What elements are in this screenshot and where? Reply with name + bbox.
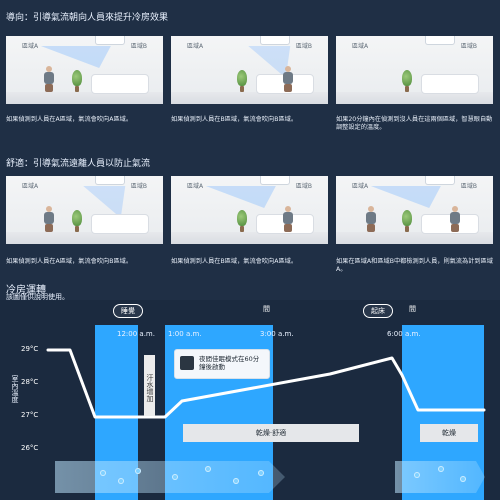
guide-caption-2: 如果偵測到人員在B區域，氣流會吹向B區域。 [171,116,298,123]
y-tick-27: 27°C [21,411,39,419]
comfort-caption-3: 如果在區域A和區域B中都檢測到人員，則氣流為計到區域A。 [336,258,493,273]
sofa-illustration [91,214,149,234]
plant-icon [400,70,414,92]
time-2: 1:00 a.m. [168,330,202,338]
zone-a-label: 區域A [187,183,204,190]
middle-label-1: 間 [263,305,270,313]
floor [336,232,493,244]
guide-title: 導向：引導氣流朝向人員來提升冷房效果 [6,13,169,23]
comfort-panel-2: 區域A 區域B [171,176,328,244]
water-droplet-icon [438,466,444,472]
time-4: 6:00 a.m. [387,330,421,338]
guide-panel-1: 區域A 區域B [6,36,163,104]
floor [336,92,493,104]
sofa-illustration [91,74,149,94]
guide-caption-1: 如果偵測到人員在A區域，氣流會吹向A區域。 [6,116,133,123]
sweat-increase-label: 汗水增加 [144,355,155,416]
comfort-title: 舒適：引導氣流遠離人員以防止氣流 [6,159,151,169]
person-icon [42,206,56,232]
water-droplet-icon [414,472,420,478]
y-tick-26: 26°C [21,444,39,452]
zone-a-label: 區域A [352,183,369,190]
guide-caption-3: 如果20分鐘內在偵測到沒人員在這兩個區域，智慧眼自動調整設定的溫度。 [336,116,493,131]
water-droplet-icon [100,470,106,476]
comfort-panel-3: 區域A 區域B [336,176,493,244]
air-conditioner-icon [425,36,455,45]
person-icon [364,206,378,232]
water-droplet-icon [118,478,124,484]
plant-icon [70,70,84,92]
water-droplet-icon [205,466,211,472]
y-tick-29: 29°C [21,345,39,353]
zone-a-label: 區域A [187,43,204,50]
water-droplet-icon [233,478,239,484]
sofa-illustration [421,74,479,94]
time-1: 12:00 a.m. [117,330,155,338]
zone-a-label: 區域A [352,43,369,50]
airflow-arrow [55,461,285,493]
cooling-title: 冷房運轉 [6,285,46,296]
zone-b-label: 區域B [130,43,147,50]
air-conditioner-icon [95,36,125,45]
zone-b-label: 區域B [130,183,147,190]
person-icon [448,206,462,232]
comfort-caption-1: 如果偵測到人員在A區域，氣流會吹向B區域。 [6,258,133,265]
dry-comfort-strip: 乾燥·舒適 [183,424,359,442]
zone-a-label: 區域A [22,43,39,50]
sleep-tag: 睡覺 [113,304,143,318]
air-conditioner-icon [260,176,290,185]
guide-panel-3: 區域A 區域B [336,36,493,104]
cooling-subtitle: 該圖僅供說明使用。 [6,293,69,301]
zone-b-label: 區域B [460,183,477,190]
floor [171,232,328,244]
floor [6,232,163,244]
air-conditioner-icon [425,176,455,185]
dry-strip: 乾燥 [420,424,478,442]
floor [171,92,328,104]
zone-a-label: 區域A [22,183,39,190]
water-droplet-icon [172,474,178,480]
plant-icon [400,210,414,232]
water-droplet-icon [258,470,264,476]
comfort-caption-2: 如果偵測到人員在B區域，氣流會吹向A區域。 [171,258,298,265]
zone-b-label: 區域B [295,183,312,190]
plant-icon [235,210,249,232]
plant-icon [70,210,84,232]
zone-b-label: 區域B [295,43,312,50]
time-3: 3:00 a.m. [260,330,294,338]
zone-b-label: 區域B [460,43,477,50]
sleep-mode-badge: 夜間佳眠模式在60分鐘後啟動 [174,349,270,379]
middle-label-2: 間 [409,305,416,313]
person-icon [281,66,295,92]
water-droplet-icon [460,476,466,482]
guide-panel-2: 區域A 區域B [171,36,328,104]
person-icon [42,66,56,92]
wake-tag: 起床 [363,304,393,318]
air-conditioner-icon [260,36,290,45]
water-droplet-icon [135,468,141,474]
plant-icon [235,70,249,92]
floor [6,92,163,104]
sleep-mode-text: 夜間佳眠模式在60分鐘後啟動 [199,355,260,371]
y-axis-label: 室內溫度 [11,375,19,403]
y-tick-28: 28°C [21,378,39,386]
sleep-mode-icon [180,356,194,370]
comfort-panel-1: 區域A 區域B [6,176,163,244]
person-icon [281,206,295,232]
air-conditioner-icon [95,176,125,185]
